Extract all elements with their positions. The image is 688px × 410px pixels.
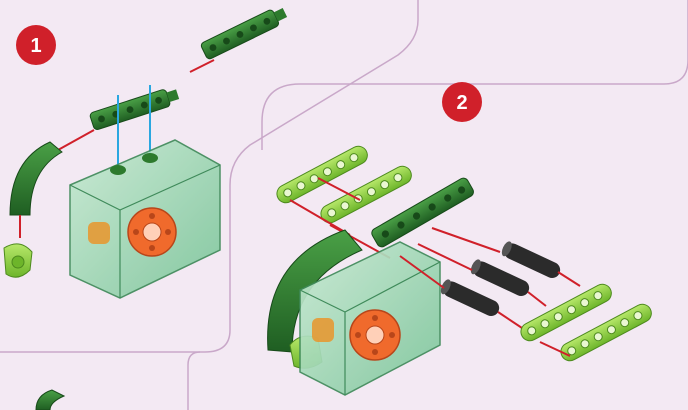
step-1-number: 1 — [30, 35, 41, 57]
curved-beam-icon — [36, 390, 64, 410]
connector-line — [558, 272, 580, 286]
gear-icon — [128, 208, 176, 256]
gear-icon — [350, 310, 400, 360]
curved-beam-icon — [10, 142, 62, 215]
beam-icon — [89, 86, 180, 131]
connector-line — [318, 178, 360, 200]
panel-border-step-2 — [262, 0, 688, 150]
connector-line — [528, 292, 546, 306]
axle-icon — [439, 278, 502, 319]
step-2-number: 2 — [456, 92, 467, 114]
connector-line — [190, 60, 214, 72]
connector-line — [498, 312, 522, 328]
panel-border-lower — [188, 352, 200, 410]
beam-icon — [200, 4, 289, 60]
connector-line — [58, 130, 94, 150]
connector-line — [432, 228, 500, 252]
step-2-badge: 2 — [442, 82, 482, 122]
step-1-badge: 1 — [16, 25, 56, 65]
